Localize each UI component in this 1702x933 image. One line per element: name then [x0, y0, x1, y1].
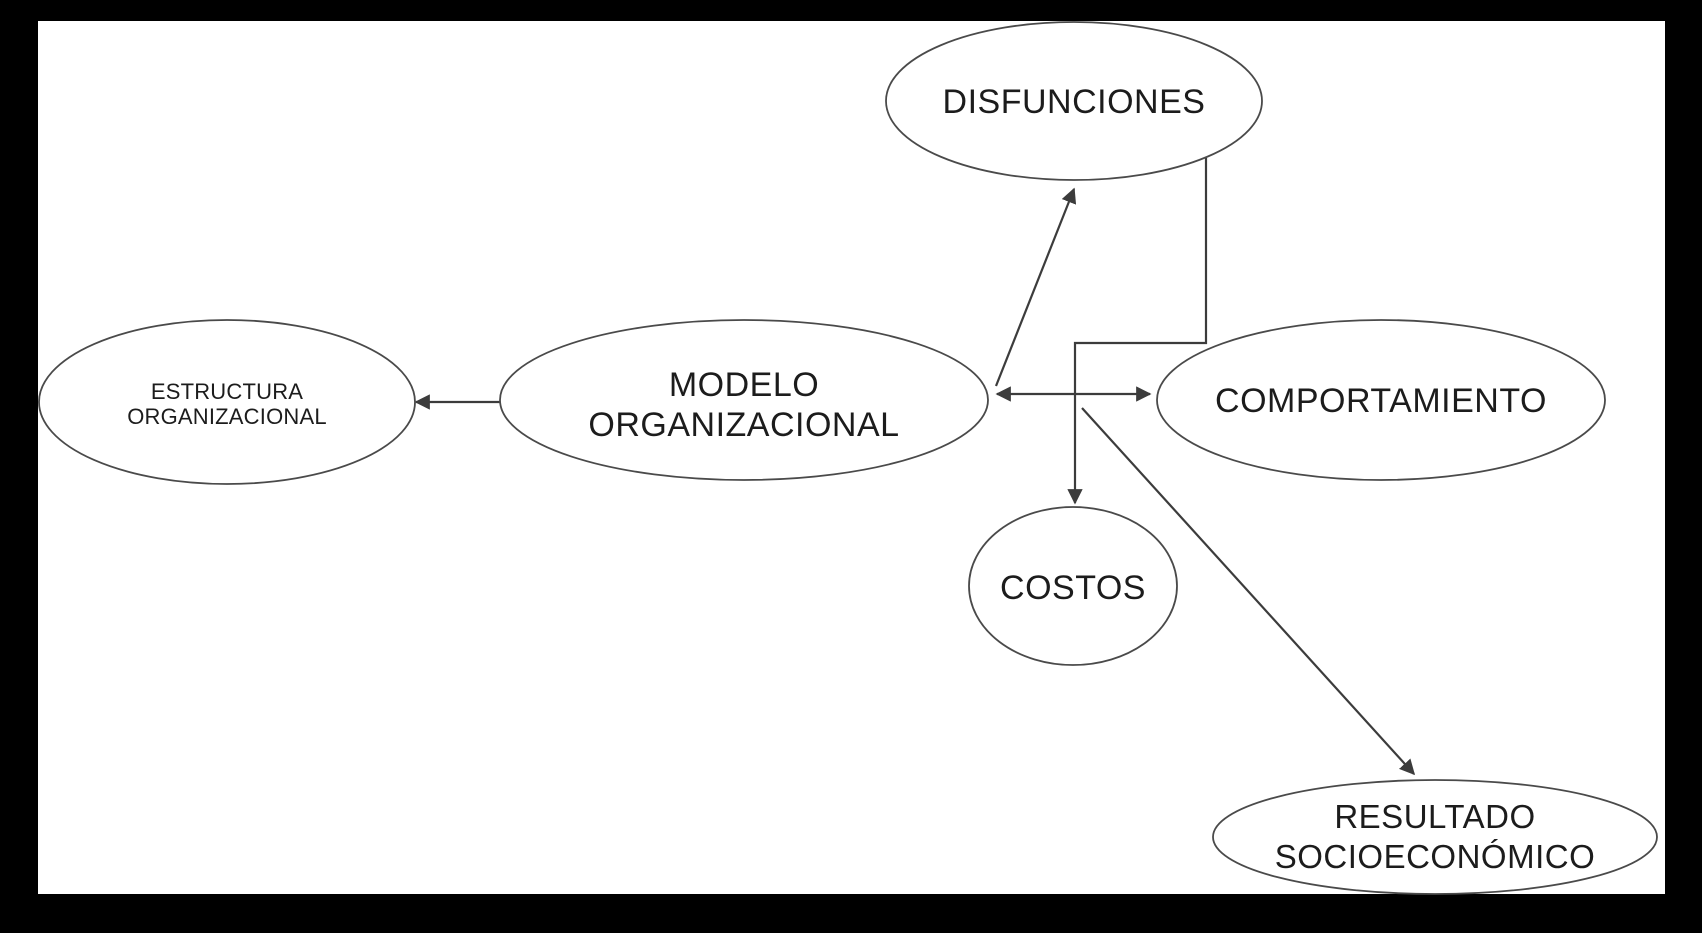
node-label-modelo-line1: MODELO: [669, 366, 819, 404]
node-label-estructura-line2: ORGANIZACIONAL: [127, 404, 327, 429]
node-ellipse-costos: [968, 506, 1178, 666]
node-ellipse-comportamiento: [1156, 319, 1606, 481]
node-label-disfunciones: DISFUNCIONES: [943, 83, 1206, 121]
node-ellipse-estructura-organizacional: [38, 319, 416, 485]
node-label-resultado-line2: SOCIOECONÓMICO: [1275, 838, 1596, 875]
node-label-modelo-line2: ORGANIZACIONAL: [588, 406, 899, 444]
node-ellipse-modelo-organizacional: [499, 319, 989, 481]
node-label-resultado-line1: RESULTADO: [1334, 798, 1535, 835]
arrow-disfunciones-to-costos-elbow: [1067, 158, 1208, 505]
node-label-comportamiento: COMPORTAMIENTO: [1215, 382, 1547, 420]
node-label-costos: COSTOS: [1000, 569, 1146, 607]
arrow-modelo-to-resultado: [1081, 407, 1416, 776]
node-ellipse-resultado-socioeconomico: [1212, 779, 1658, 895]
node-ellipse-disfunciones: [885, 21, 1263, 181]
arrow-modelo-to-disfunciones: [994, 187, 1077, 387]
node-label-estructura-line1: ESTRUCTURA: [151, 379, 303, 404]
